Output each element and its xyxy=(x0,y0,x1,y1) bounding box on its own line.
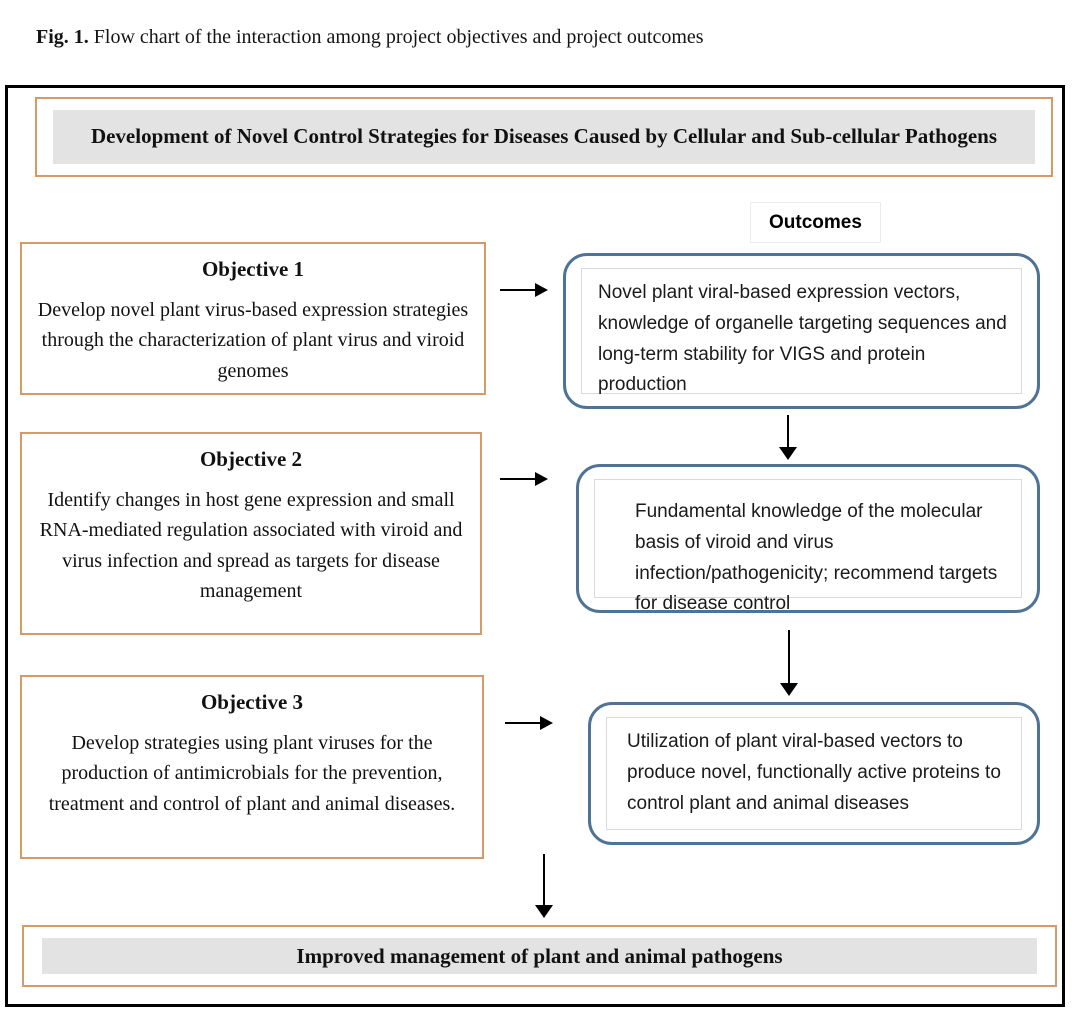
outcome-2-body: Fundamental knowledge of the molecular b… xyxy=(594,479,1022,614)
outcomes-column-label: Outcomes xyxy=(750,202,881,243)
footer-banner-text: Improved management of plant and animal … xyxy=(42,938,1037,974)
objective-2-heading: Objective 2 xyxy=(199,447,303,471)
arrow-shaft xyxy=(543,854,545,907)
objective-1-box: Objective 1 Develop novel plant virus-ba… xyxy=(20,242,486,395)
arrow-shaft xyxy=(500,478,539,480)
objective-3-box: Objective 3 Develop strategies using pla… xyxy=(20,675,484,859)
arrow-head xyxy=(535,283,548,297)
arrow-head xyxy=(540,716,553,730)
outcome-3-body: Utilization of plant viral-based vectors… xyxy=(606,717,1022,830)
figure-caption: Fig. 1. Flow chart of the interaction am… xyxy=(36,26,704,49)
arrow-head xyxy=(535,905,553,918)
outcome-1-box: Novel plant viral-based expression vecto… xyxy=(563,253,1040,409)
arrow-right-icon xyxy=(500,472,548,486)
objective-2-box: Objective 2 Identify changes in host gen… xyxy=(20,432,482,635)
arrow-shaft xyxy=(787,415,789,449)
arrow-shaft xyxy=(505,722,544,724)
outcome-3-box: Utilization of plant viral-based vectors… xyxy=(588,702,1040,845)
title-banner: Development of Novel Control Strategies … xyxy=(35,97,1053,177)
figure-caption-text: Flow chart of the interaction among proj… xyxy=(88,26,704,48)
arrow-down-icon xyxy=(779,415,797,460)
title-banner-text: Development of Novel Control Strategies … xyxy=(53,110,1035,164)
arrow-down-icon xyxy=(535,854,553,918)
arrow-shaft xyxy=(788,630,790,685)
figure-caption-label: Fig. 1. xyxy=(36,26,89,48)
footer-banner: Improved management of plant and animal … xyxy=(22,925,1057,987)
objective-1-heading: Objective 1 xyxy=(201,257,305,281)
objective-1-body: Develop novel plant virus-based expressi… xyxy=(37,299,469,382)
arrow-down-icon xyxy=(780,630,798,696)
arrow-head xyxy=(535,472,548,486)
outcome-2-box: Fundamental knowledge of the molecular b… xyxy=(576,464,1040,614)
objective-3-heading: Objective 3 xyxy=(200,690,304,714)
arrow-shaft xyxy=(500,289,539,291)
objective-3-body: Develop strategies using plant viruses f… xyxy=(48,732,456,815)
arrow-right-icon xyxy=(505,716,553,730)
arrow-right-icon xyxy=(500,283,548,297)
arrow-head xyxy=(780,683,798,696)
objective-2-body: Identify changes in host gene expression… xyxy=(39,489,463,603)
arrow-head xyxy=(779,447,797,460)
outcome-1-body: Novel plant viral-based expression vecto… xyxy=(581,268,1022,395)
